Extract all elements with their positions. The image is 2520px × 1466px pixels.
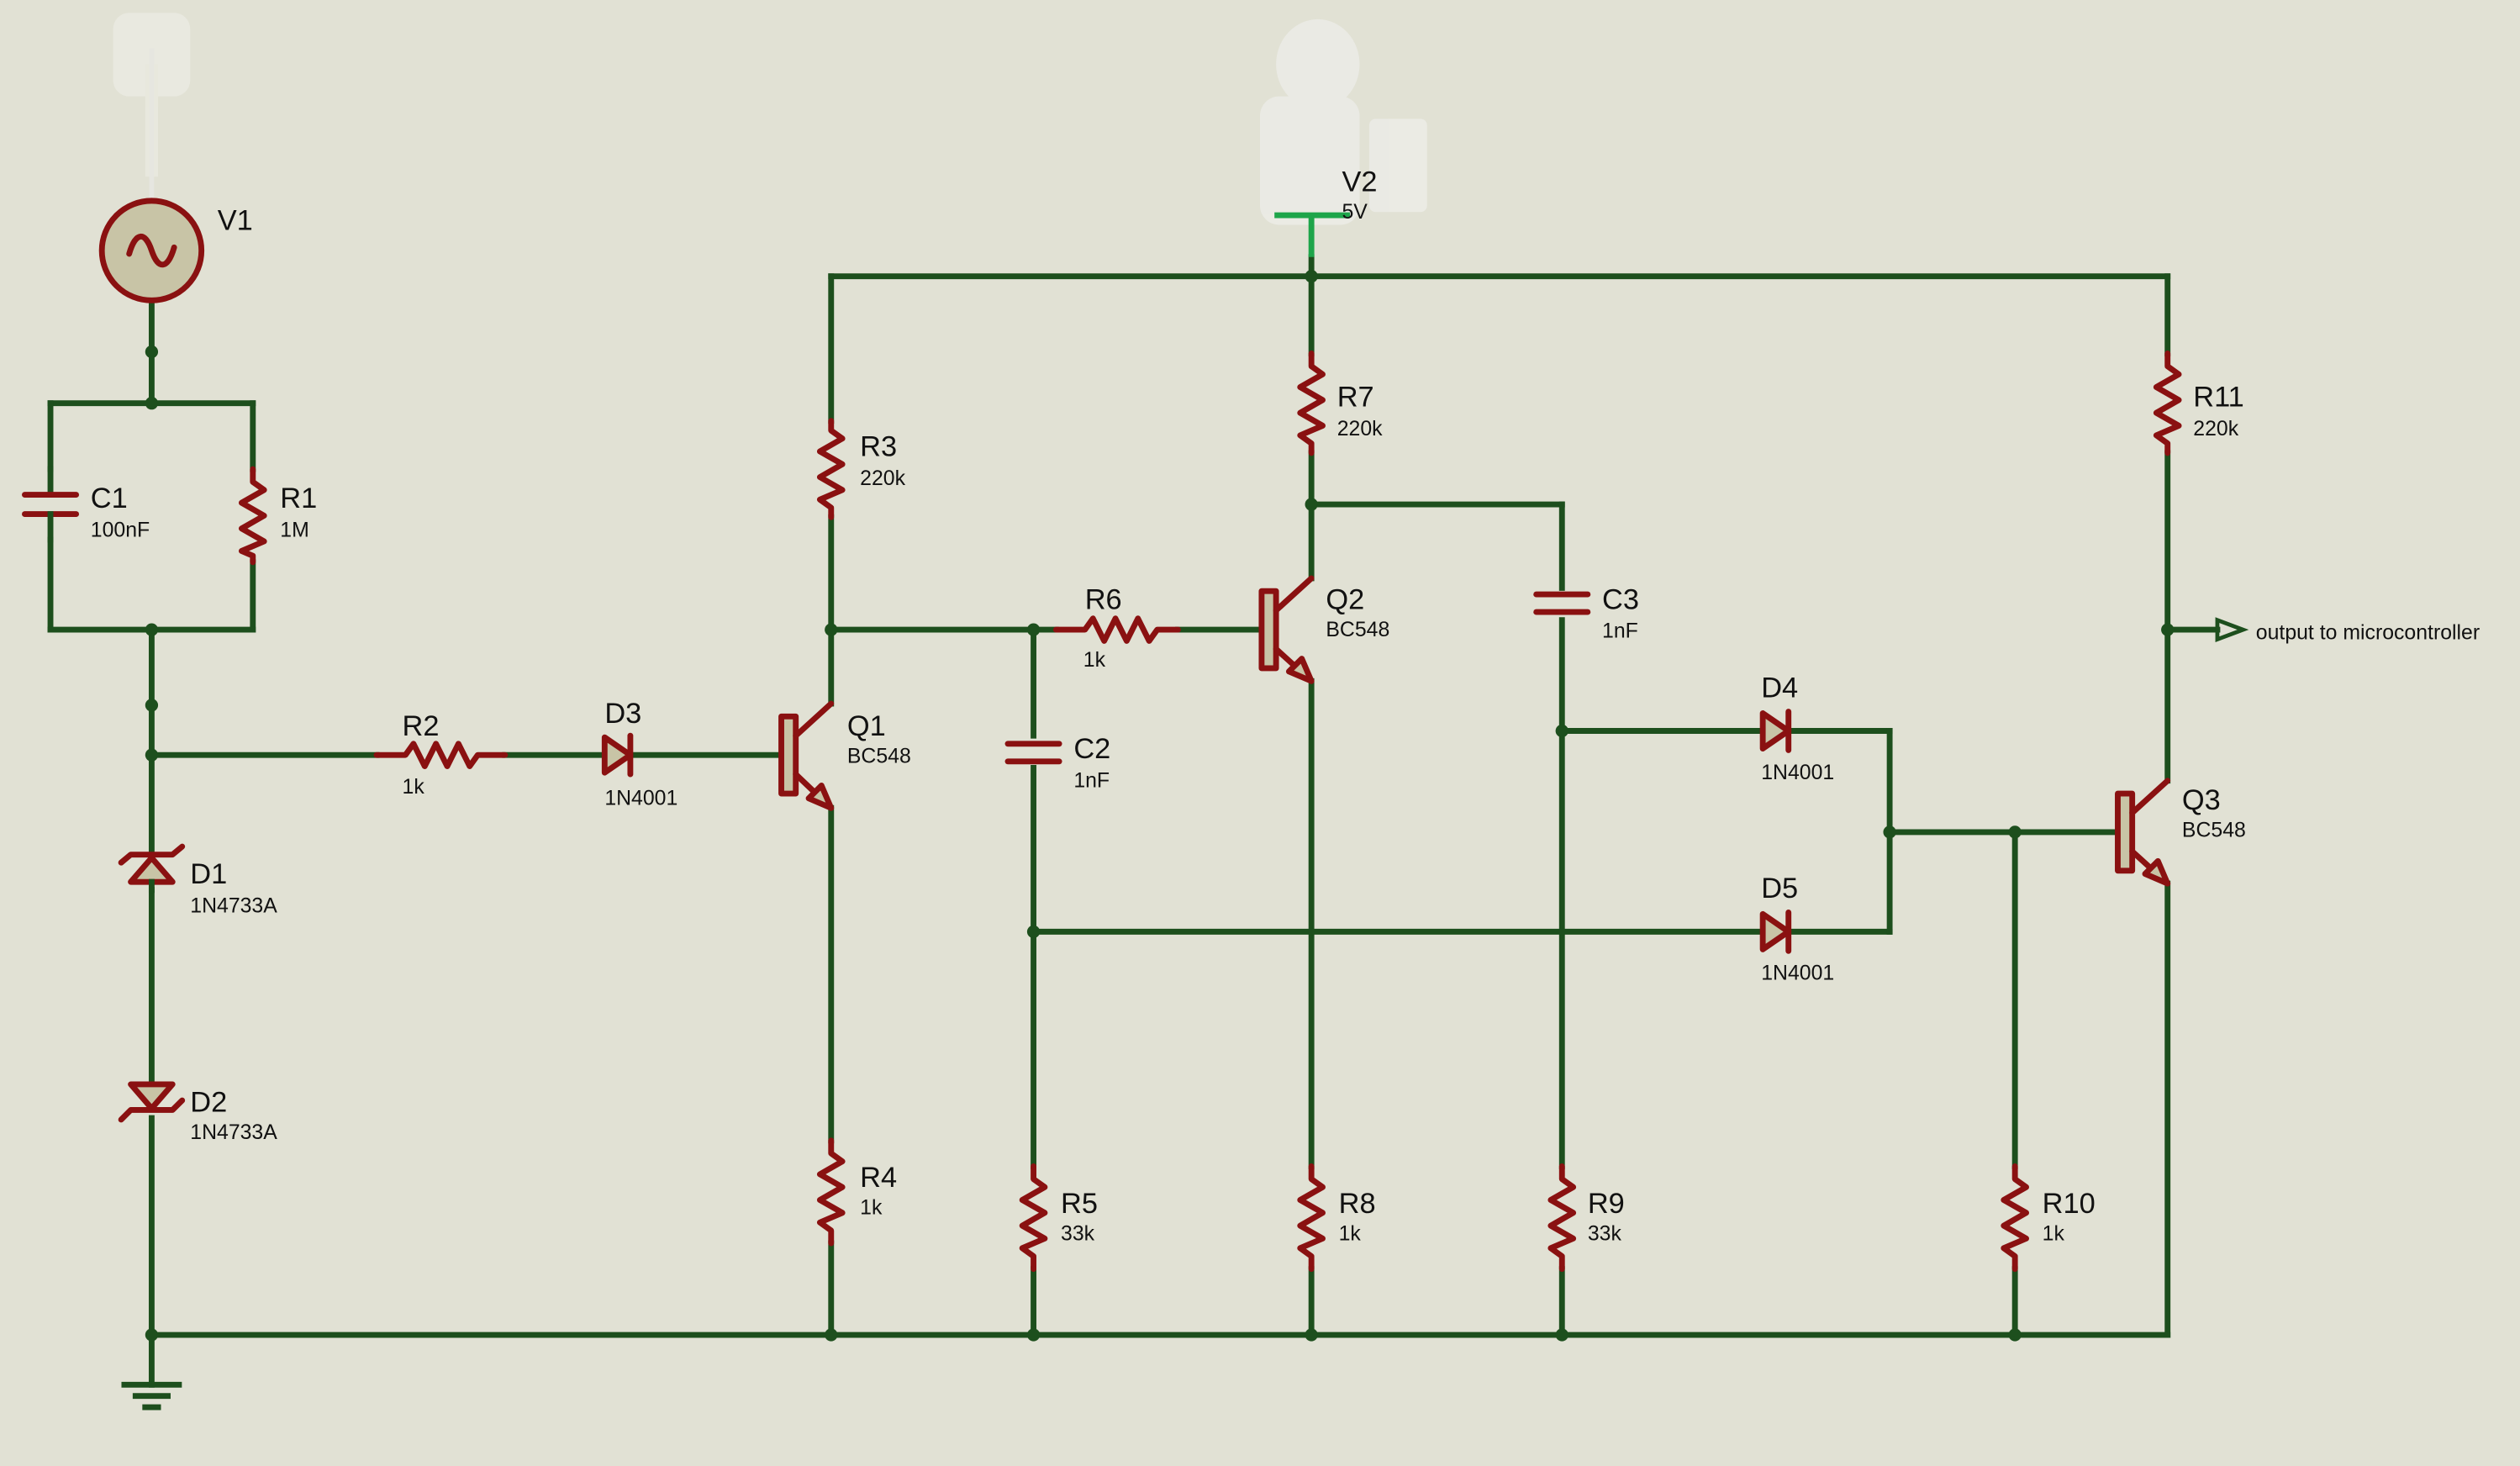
r5-ref: R5 [1061,1188,1098,1220]
c3-ref: C3 [1602,583,1639,615]
junction-dot [1883,825,1896,839]
resistor-r7[interactable]: R7 220k [1297,350,1383,456]
d3-ref: D3 [604,698,641,730]
q3-ref: Q3 [2182,784,2221,816]
ac-source-v1[interactable]: V1 [98,48,253,303]
resistor-r6[interactable]: R6 1k [1052,583,1181,672]
junction-dot [145,345,159,359]
zener-diode-d2[interactable]: D2 1N4733A [118,1081,277,1144]
q1-ref: Q1 [847,710,886,742]
junction-dot [145,397,159,410]
r1-value: 1M [280,519,309,541]
c3-value: 1nF [1602,620,1638,643]
junction-dot [2008,825,2022,839]
r6-ref: R6 [1085,583,1122,615]
resistor-r8[interactable]: R8 1k [1297,1163,1376,1273]
transistor-q2[interactable]: Q2 BC548 [1258,575,1389,684]
junction-dot [825,1328,838,1342]
diode-d3[interactable]: D3 1N4001 [601,698,677,809]
resistor-r5[interactable]: R5 33k [1019,1163,1098,1273]
resistor-r3[interactable]: R3 220k [816,418,906,520]
resistor-r4[interactable]: R4 1k [816,1137,897,1247]
junction-dot [145,1328,159,1342]
resistor-r1[interactable]: R1 1M [238,466,317,566]
r10-ref: R10 [2043,1188,2096,1220]
capacitor-c1[interactable]: C1 100nF [22,466,150,543]
junction-dot [1555,724,1568,738]
junction-dot [1026,1328,1041,1342]
r4-ref: R4 [860,1162,897,1194]
junction-dot [145,748,159,762]
output-terminal[interactable]: output to microcontroller [2215,617,2480,645]
junction-dot [1305,498,1318,511]
q1-value: BC548 [847,746,911,768]
r1-ref: R1 [280,483,317,514]
resistor-r11[interactable]: R11 220k [2153,350,2244,456]
junction-dot [825,623,838,636]
ghost-artifact-v2 [1260,18,1427,225]
d2-ref: D2 [190,1086,227,1118]
d5-value: 1N4001 [1761,962,1834,985]
r2-ref: R2 [403,710,440,742]
resistor-r2[interactable]: R2 1k [373,710,509,799]
d4-ref: D4 [1761,672,1798,704]
supply-terminal-v2[interactable]: V2 5V [1274,166,1378,257]
v2-value: 5V [1342,201,1368,224]
r2-value: 1k [403,776,425,799]
diode-d5[interactable]: D5 1N4001 [1759,873,1834,985]
junction-dot [1026,623,1041,636]
output-terminal-label: output to microcontroller [2256,622,2480,645]
q3-value: BC548 [2182,820,2246,842]
r3-ref: R3 [860,431,897,463]
r4-value: 1k [860,1197,883,1220]
r7-ref: R7 [1337,381,1374,413]
capacitor-c2[interactable]: C2 1nF [1004,733,1110,792]
d3-value: 1N4001 [604,787,677,809]
junction-dot [1305,1328,1318,1342]
diode-d4[interactable]: D4 1N4001 [1759,672,1834,784]
junction-dot [2161,623,2175,636]
d4-value: 1N4001 [1761,762,1834,784]
junction-dot [1555,1328,1568,1342]
v1-ref: V1 [218,204,253,236]
capacitor-c3[interactable]: C3 1nF [1533,583,1639,643]
v2-ref: V2 [1342,166,1377,198]
transistor-q1[interactable]: Q1 BC548 [778,700,911,811]
c1-value: 100nF [91,519,150,541]
d5-ref: D5 [1761,873,1798,904]
r9-value: 33k [1588,1222,1622,1245]
r7-value: 220k [1337,418,1383,440]
r8-ref: R8 [1339,1188,1376,1220]
ground-symbol [121,1381,182,1411]
r6-value: 1k [1083,649,1106,672]
r11-ref: R11 [2193,381,2244,413]
junction-dots [145,270,2175,1342]
junction-dot [1026,925,1041,939]
r8-value: 1k [1339,1222,1362,1245]
zener-diode-d1[interactable]: D1 1N4733A [118,843,277,917]
transistor-q3[interactable]: Q3 BC548 [2115,778,2246,887]
r11-value: 220k [2193,418,2238,440]
c2-ref: C2 [1073,733,1110,765]
junction-dot [145,623,159,636]
r3-value: 220k [860,467,905,490]
junction-dot [2008,1328,2022,1342]
q2-ref: Q2 [1326,583,1364,615]
r5-value: 33k [1061,1222,1095,1245]
d1-ref: D1 [190,858,227,890]
r9-ref: R9 [1588,1188,1625,1220]
c1-ref: C1 [91,483,128,514]
c2-value: 1nF [1073,769,1110,792]
wires [47,254,2221,1388]
resistor-r10[interactable]: R10 1k [2001,1163,2096,1273]
resistor-r9[interactable]: R9 33k [1547,1163,1625,1273]
r10-value: 1k [2043,1222,2065,1245]
d1-value: 1N4733A [190,894,277,917]
junction-dot [1305,270,1318,283]
junction-dot [145,699,159,712]
d2-value: 1N4733A [190,1121,277,1144]
q2-value: BC548 [1326,619,1389,641]
